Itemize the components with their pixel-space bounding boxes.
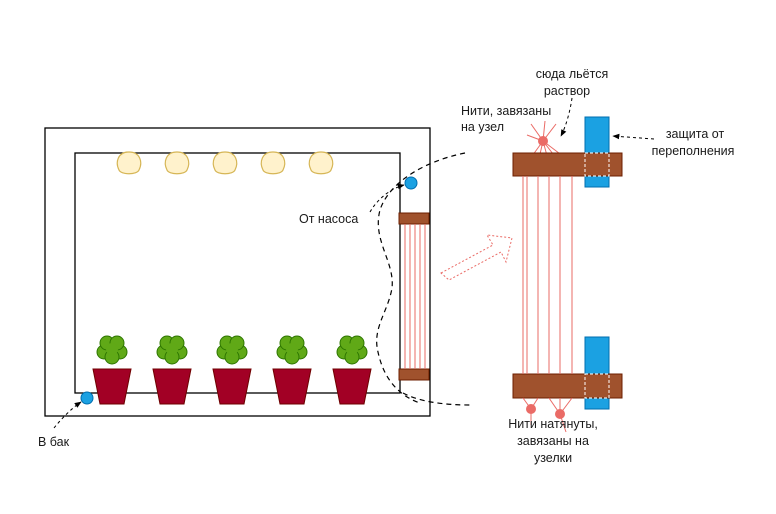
plant-icon: [96, 335, 128, 365]
arrow-icon: [440, 234, 513, 281]
drip-threads-small: [404, 224, 426, 369]
port-icon: [404, 176, 418, 190]
drip-column-detail: [512, 116, 623, 433]
knot-icon: [555, 409, 565, 419]
to-tank-arrow: [53, 401, 82, 429]
solution-label-line1: сюда льётся: [536, 67, 608, 81]
plant-pot-4: [272, 335, 312, 405]
pot-icon: [152, 368, 192, 405]
threads-top-label-line2: на узел: [461, 120, 504, 134]
overflow-guard-top-overlay: [584, 152, 610, 177]
plant-icon: [156, 335, 188, 365]
wood-bar-bottom: [512, 373, 623, 399]
plant-icon: [216, 335, 248, 365]
threads-bottom-label-line1: Нити натянуты,: [508, 417, 598, 431]
threads-top-label-line1: Нити, завязаны: [461, 104, 551, 118]
lamp-icon: [260, 151, 286, 175]
threads-bottom-label-line3: узелки: [534, 451, 572, 465]
knot-icon: [526, 404, 536, 414]
drip-bar-bottom-small: [398, 368, 430, 381]
plant-pot-5: [332, 335, 372, 405]
threads-vertical: [522, 176, 573, 374]
plant-pot-1: [92, 335, 132, 405]
drip-bar-top-small: [398, 212, 430, 225]
lamp-icon: [212, 151, 238, 175]
lamp-icon: [164, 151, 190, 175]
plant-pot-2: [152, 335, 192, 405]
pot-icon: [272, 368, 312, 405]
overflow-label-line1: защита от: [666, 127, 725, 141]
solution-arrow: [560, 97, 573, 137]
plant-pot-3: [212, 335, 252, 405]
drip-column-small: [398, 212, 430, 381]
plant-icon: [276, 335, 308, 365]
lamp-icon: [308, 151, 334, 175]
lamp-icon: [116, 151, 142, 175]
pot-icon: [92, 368, 132, 405]
lamp-row: [116, 151, 334, 175]
pot-icon: [212, 368, 252, 405]
overflow-arrow: [612, 133, 655, 140]
solution-label-line2: раствор: [544, 84, 590, 98]
wood-bar-top: [512, 152, 623, 177]
from-pump-label: От насоса: [299, 212, 358, 226]
zoom-line-top: [376, 152, 466, 404]
pot-icon: [332, 368, 372, 405]
plant-icon: [336, 335, 368, 365]
knot-icon: [538, 136, 548, 146]
to-tank-label: В бак: [38, 435, 70, 449]
threads-bottom-label-line2: завязаны на: [517, 434, 589, 448]
overflow-guard-bottom-overlay: [584, 373, 610, 399]
overflow-label-line2: переполнения: [652, 144, 735, 158]
port-icon: [80, 391, 94, 405]
plant-row: [92, 335, 372, 405]
